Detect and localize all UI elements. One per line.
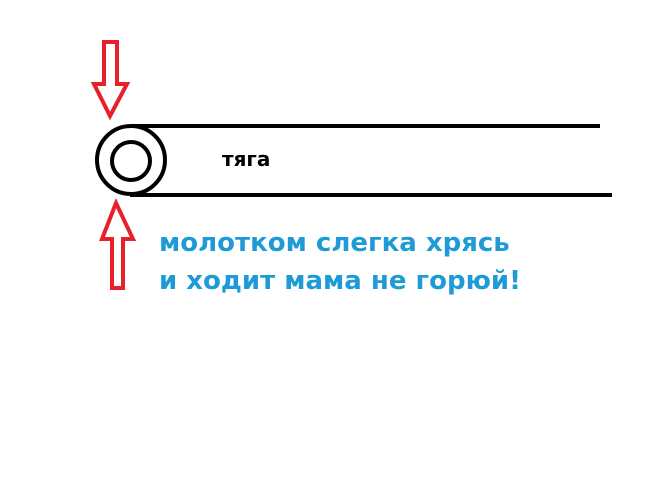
rod bbox=[130, 124, 612, 197]
arrow-up-icon bbox=[99, 197, 137, 290]
top-force-arrow bbox=[90, 40, 131, 121]
inner-pin-circle bbox=[110, 140, 152, 182]
caption-line-2: и ходит мама не горюй! bbox=[159, 266, 521, 296]
pin-joint bbox=[95, 124, 167, 196]
caption-line-1: молотком слегка хрясь bbox=[159, 228, 510, 258]
bottom-force-arrow bbox=[99, 197, 137, 290]
arrow-down-icon bbox=[90, 40, 131, 121]
rod-label: тяга bbox=[222, 147, 270, 171]
